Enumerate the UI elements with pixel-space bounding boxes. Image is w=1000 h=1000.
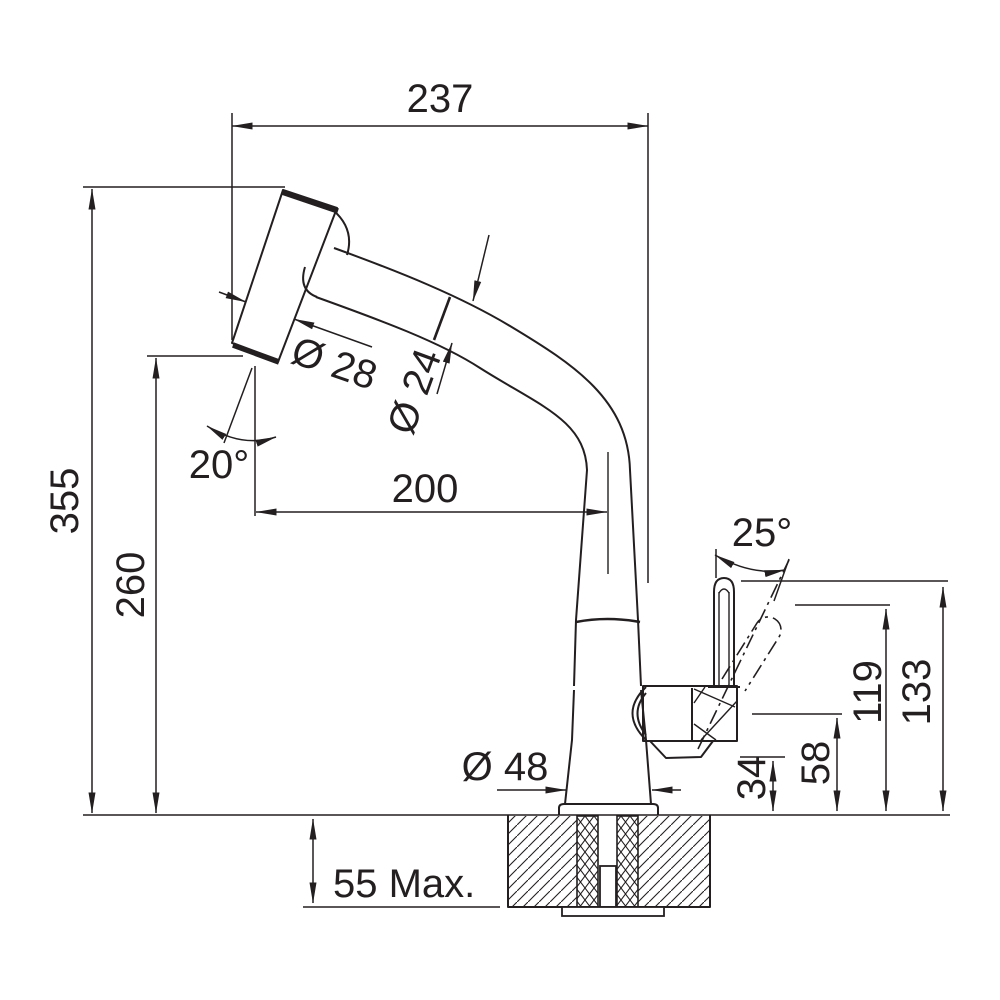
dim-119-label: 119 — [846, 660, 890, 724]
dim-lever-angle: 25° — [714, 511, 793, 602]
dim-58-label: 58 — [794, 741, 838, 786]
dim-25deg-label: 25° — [732, 511, 793, 555]
handle-lever — [708, 577, 740, 688]
dim-34-label: 34 — [730, 756, 774, 801]
handle-lever-tilted-ghost — [697, 559, 790, 750]
supply-hose — [599, 865, 617, 908]
dim-355-label: 355 — [43, 468, 87, 535]
valve-body — [631, 685, 738, 759]
dim-base-diameter: Ø 48 — [462, 745, 681, 794]
counter-section — [83, 814, 950, 917]
threaded-shank-right — [616, 815, 639, 908]
dim-spout-height: 260 — [109, 355, 243, 814]
dim-260-label: 260 — [109, 552, 153, 619]
dim-overall-width: 237 — [231, 77, 649, 583]
dim-200-label: 200 — [392, 467, 459, 511]
dim-body-height: 58 — [752, 713, 842, 812]
dim-d28-label: Ø 28 — [286, 329, 382, 399]
dim-spout-angle: 20° — [189, 366, 277, 516]
dim-20deg-label: 20° — [189, 443, 250, 487]
base-cone — [558, 689, 659, 815]
mounting-nut — [561, 906, 665, 917]
dim-spout-reach: 200 — [255, 467, 608, 516]
faucet-outline — [231, 189, 790, 815]
threaded-shank-left — [576, 815, 599, 908]
dim-body-lower-height: 34 — [730, 756, 785, 812]
spout-tube — [315, 247, 642, 687]
dim-d24-label: Ø 24 — [379, 343, 450, 440]
dim-lever-height-tilted: 119 — [795, 604, 890, 812]
dim-237-label: 237 — [407, 77, 474, 121]
spray-head — [231, 189, 351, 365]
dim-deck-thickness: 55 Max. — [303, 818, 500, 908]
dim-55max-label: 55 Max. — [333, 862, 475, 906]
dim-lever-height: 133 — [741, 580, 948, 812]
dim-133-label: 133 — [895, 659, 939, 726]
dim-d48-label: Ø 48 — [462, 745, 549, 789]
ghost-lever-axis — [697, 559, 790, 750]
dim-overall-height: 355 — [43, 186, 285, 814]
